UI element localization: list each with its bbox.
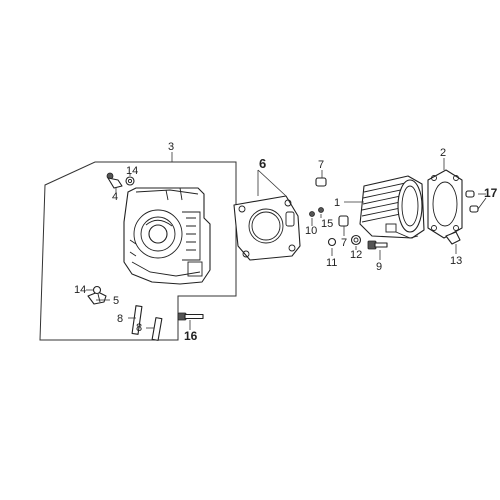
dowel-7-top: [315, 177, 327, 187]
callout-10: 10: [305, 225, 317, 237]
bolt-9: [367, 240, 388, 250]
bolt-16: [177, 312, 204, 321]
callout-14-top: 14: [126, 165, 138, 177]
cylinder-head: [123, 187, 211, 285]
callout-9: 9: [376, 261, 382, 273]
callout-8a: 8: [117, 313, 123, 325]
callout-3: 3: [168, 141, 174, 153]
bolt-13: [445, 231, 461, 245]
washer-14-lower: [92, 285, 102, 295]
callout-4: 4: [112, 191, 118, 203]
pin-10: [309, 211, 315, 217]
callout-6: 6: [259, 156, 266, 171]
dowel-pin-8a: [131, 305, 143, 335]
callout-15: 15: [321, 218, 333, 230]
washer-14-top: [125, 176, 135, 186]
washer-11: [327, 237, 337, 247]
base-gasket-2: [427, 169, 463, 239]
callout-13: 13: [450, 255, 462, 267]
head-assembly-frame: [39, 161, 237, 341]
callout-17: 17: [484, 186, 498, 200]
cylinder-block-1: [359, 175, 425, 239]
callout-5: 5: [113, 295, 119, 307]
head-gasket-6: [233, 195, 301, 261]
callout-2: 2: [440, 147, 446, 159]
callout-7-top: 7: [318, 159, 324, 171]
pin-15: [318, 207, 324, 213]
dowel-7-lower: [338, 215, 349, 227]
stud-4: [106, 172, 123, 189]
callout-1: 1: [334, 197, 340, 209]
callout-7-lower: 7: [341, 237, 347, 249]
dowel-pin-8b: [151, 317, 163, 341]
callout-14-lower: 14: [74, 284, 86, 296]
oring-17: [465, 190, 479, 213]
callout-12: 12: [350, 249, 362, 261]
callout-8b: 8: [136, 322, 142, 334]
callout-16: 16: [184, 329, 198, 343]
washer-12: [350, 234, 362, 246]
callout-11: 11: [326, 257, 337, 269]
